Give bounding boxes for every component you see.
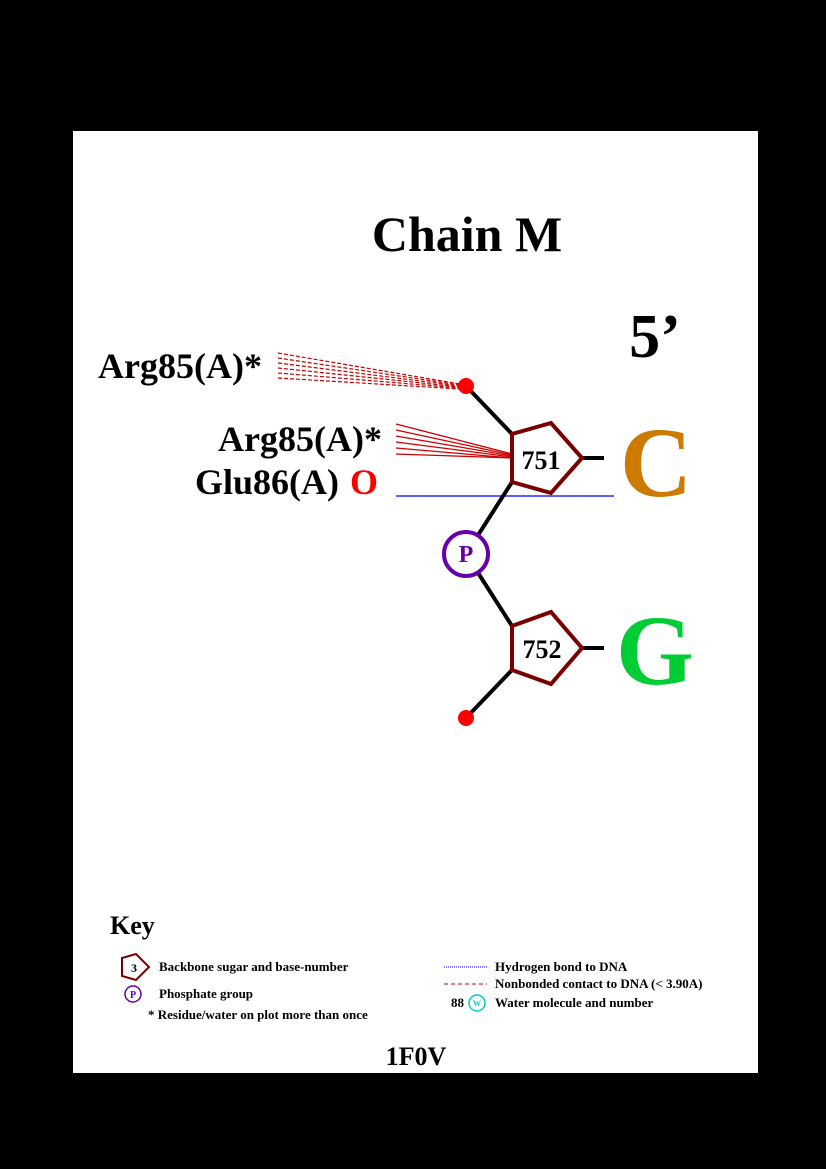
- residue-label: Glu86(A): [195, 462, 339, 502]
- legend-sugar-text: Backbone sugar and base-number: [159, 959, 349, 974]
- diagram-panel: [73, 131, 758, 1073]
- legend-water-text: Water molecule and number: [495, 995, 654, 1010]
- chain-title: Chain M: [372, 206, 562, 262]
- sugar-751: 751: [510, 420, 585, 496]
- legend: Key 3 Backbone sugar and base-number P P…: [110, 911, 702, 1022]
- legend-water-icon: W: [468, 994, 486, 1012]
- sugar-number: 752: [523, 635, 562, 664]
- residue-atom-label: O: [350, 462, 378, 502]
- legend-nonbonded-text: Nonbonded contact to DNA (< 3.90A): [495, 976, 702, 991]
- legend-hbond-text: Hydrogen bond to DNA: [495, 959, 628, 974]
- legend-water-number: 88: [451, 995, 465, 1010]
- terminal-atom-bottom: [458, 710, 474, 726]
- nonbonded-contacts-r1: [277, 352, 461, 390]
- legend-title: Key: [110, 911, 155, 940]
- legend-sugar-number: 3: [131, 961, 137, 975]
- legend-multi-text: * Residue/water on plot more than once: [148, 1007, 368, 1022]
- base-letter: G: [616, 595, 694, 706]
- residue-label: Arg85(A)*: [98, 346, 262, 386]
- legend-phosphate-sample: P: [124, 985, 142, 1003]
- sugar-752: 752: [510, 609, 585, 687]
- phosphate-label: P: [459, 542, 474, 568]
- strand-end-label: 5’: [629, 303, 681, 371]
- legend-sugar-sample: 3: [121, 952, 151, 982]
- legend-phosphate-letter: P: [130, 990, 136, 1001]
- legend-water-letter: W: [473, 999, 481, 1008]
- terminal-atom-top: [458, 378, 474, 394]
- base-letter: C: [620, 407, 692, 518]
- sugar-number: 751: [522, 446, 561, 475]
- residue-label: Arg85(A)*: [218, 419, 382, 459]
- nonbonded-contacts-r2: [395, 423, 513, 459]
- pdb-id: 1F0V: [386, 1042, 447, 1071]
- phosphate-group: P: [442, 530, 490, 578]
- legend-phosphate-text: Phosphate group: [159, 986, 253, 1001]
